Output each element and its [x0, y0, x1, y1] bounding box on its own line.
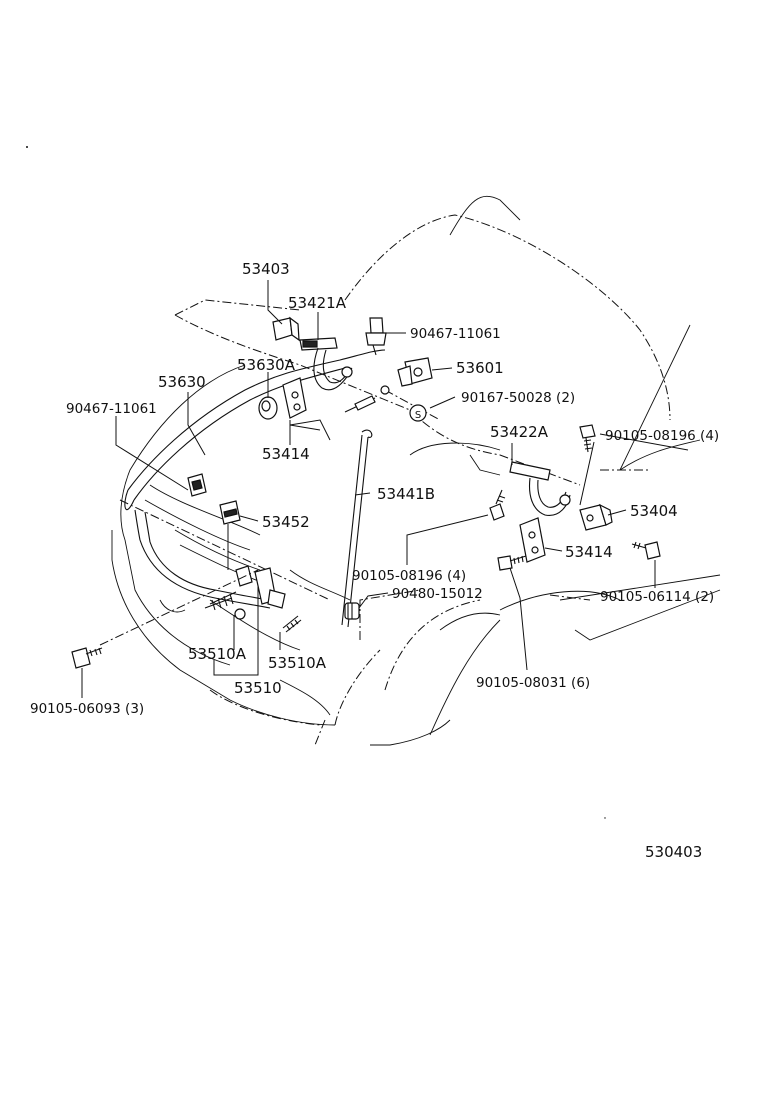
label-90467-11061-left: 90467-11061	[66, 401, 157, 417]
clip-90467-left	[187, 473, 207, 497]
hood-latch-assembly-53510	[204, 565, 302, 633]
label-90105-08031: 90105-08031 (6)	[476, 675, 590, 691]
grommet-90480	[344, 602, 360, 620]
label-90105-08196-mid: 90105-08196 (4)	[352, 568, 466, 584]
label-90105-08196-right: 90105-08196 (4)	[605, 428, 719, 444]
stopper-53414-right	[519, 517, 546, 563]
label-53630: 53630	[158, 373, 206, 391]
bolt-90105-08196-mid	[489, 489, 506, 521]
label-90105-06093: 90105-06093 (3)	[30, 701, 144, 717]
stopper-53414-left	[282, 377, 307, 419]
speck	[604, 817, 606, 819]
label-53452: 53452	[262, 513, 310, 531]
label-53414-left: 53414	[262, 445, 310, 463]
vehicle-body-outline	[111, 195, 721, 746]
bolt-90105-08031	[497, 555, 527, 571]
label-53404: 53404	[630, 502, 678, 520]
label-53630A: 53630A	[237, 356, 296, 374]
label-90480-15012: 90480-15012	[392, 586, 483, 602]
washer-90167: S	[409, 404, 427, 422]
label-53510A-left: 53510A	[188, 645, 247, 663]
hood-support-rod	[341, 429, 373, 628]
bolt-90105-08196-right	[579, 424, 596, 453]
clip-90467-top	[365, 317, 387, 356]
label-53441B: 53441B	[377, 485, 435, 503]
leader-lines	[81, 280, 689, 698]
hood-hinge-53422A	[509, 461, 571, 516]
label-53403: 53403	[242, 260, 290, 278]
label-90467-11061-top: 90467-11061	[410, 326, 501, 342]
figure-code: 530403	[645, 843, 702, 861]
hood-bumper-53404	[579, 503, 613, 531]
label-53414-right: 53414	[565, 543, 613, 561]
speck	[26, 146, 28, 148]
bolt-90105-06114	[631, 541, 661, 560]
grommet-53630A	[258, 396, 278, 420]
part-labels: 53403 53421A 90467-11061 53630A 53601 53…	[30, 260, 719, 861]
hood-striker	[344, 385, 390, 413]
hood-bumper-53403	[272, 316, 300, 342]
svg-text:S: S	[415, 410, 421, 421]
bolt-90105-06093	[71, 647, 103, 669]
cable-clamp-53452	[219, 500, 241, 570]
label-53601: 53601	[456, 359, 504, 377]
label-53510: 53510	[234, 679, 282, 697]
hood-lock-53601	[397, 357, 433, 387]
label-90167-50028: 90167-50028 (2)	[461, 390, 575, 406]
label-90105-06114: 90105-06114 (2)	[600, 589, 714, 605]
hood-hinge-53421A	[299, 337, 353, 391]
label-53421A: 53421A	[288, 294, 347, 312]
label-53510A-right: 53510A	[268, 654, 327, 672]
label-53422A: 53422A	[490, 423, 549, 441]
